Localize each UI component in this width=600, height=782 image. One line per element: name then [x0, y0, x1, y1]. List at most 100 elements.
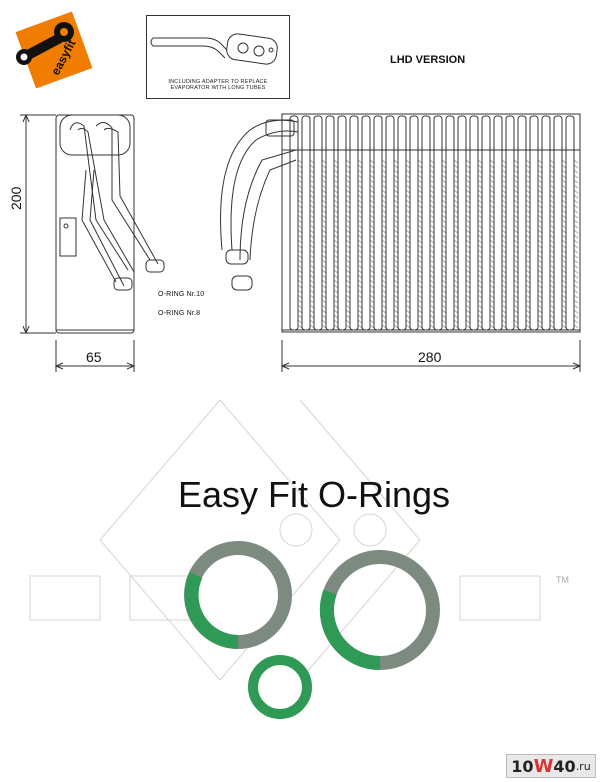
fin-line	[369, 194, 375, 199]
fin-line	[357, 159, 363, 164]
fin-line	[561, 279, 567, 284]
fin-line	[513, 204, 519, 209]
fin-line	[465, 214, 471, 219]
fin-line	[561, 249, 567, 254]
fin-line	[393, 289, 399, 294]
fin-line	[321, 279, 327, 284]
fin-line	[441, 224, 447, 229]
fin-line	[525, 194, 531, 199]
fin-line	[417, 164, 423, 169]
fin-line	[453, 219, 459, 224]
fin-line	[573, 194, 579, 199]
fin-line	[333, 194, 339, 199]
fin-line	[453, 224, 459, 229]
fin-line	[549, 179, 555, 184]
fin-line	[405, 234, 411, 239]
fin-line	[501, 319, 507, 324]
fin-line	[561, 264, 567, 269]
fin-line	[381, 209, 387, 214]
fin-line	[357, 214, 363, 219]
fin-line	[345, 219, 351, 224]
fin-line	[441, 319, 447, 324]
fin-tube	[397, 115, 407, 331]
fin-line	[381, 194, 387, 199]
fin-line	[417, 249, 423, 254]
fin-line	[525, 294, 531, 299]
fin-line	[561, 309, 567, 314]
fin-line	[525, 314, 531, 319]
inset-caption: INCLUDING ADAPTER TO REPLACE EVAPORATOR …	[168, 79, 268, 91]
fin-line	[573, 174, 579, 179]
fin-line	[489, 164, 495, 169]
fin-line	[477, 219, 483, 224]
fin-line	[369, 229, 375, 234]
fin-line	[321, 174, 327, 179]
fin-line	[465, 179, 471, 184]
fin-line	[333, 169, 339, 174]
fin-line	[369, 224, 375, 229]
fin-line	[537, 219, 543, 224]
fin-line	[333, 294, 339, 299]
fin-line	[429, 244, 435, 249]
fin-line	[465, 229, 471, 234]
fin-line	[525, 254, 531, 259]
fin-line	[381, 264, 387, 269]
oring-xlarge	[319, 550, 440, 671]
fin-line	[393, 314, 399, 319]
fin-line	[477, 234, 483, 239]
fin-line	[477, 209, 483, 214]
fin-line	[381, 214, 387, 219]
fin-line	[501, 274, 507, 279]
fin-line	[369, 234, 375, 239]
fin-line	[417, 299, 423, 304]
fin-line	[417, 229, 423, 234]
fin-line	[309, 294, 315, 299]
fin-line	[345, 229, 351, 234]
fin-line	[405, 249, 411, 254]
fin-line	[381, 229, 387, 234]
fin-line	[465, 324, 471, 329]
fin-line	[417, 284, 423, 289]
fin-line	[381, 164, 387, 169]
fin-line	[573, 259, 579, 264]
fin-line	[537, 159, 543, 164]
fin-line	[357, 264, 363, 269]
fin-line	[393, 234, 399, 239]
fin-line	[441, 234, 447, 239]
fin-line	[501, 309, 507, 314]
fin-tube	[505, 115, 515, 331]
fin-line	[537, 239, 543, 244]
fin-line	[465, 289, 471, 294]
fin-line	[489, 189, 495, 194]
fin-line	[309, 159, 315, 164]
fin-line	[357, 224, 363, 229]
fin-line	[477, 164, 483, 169]
fin-line	[297, 254, 303, 259]
fin-line	[357, 294, 363, 299]
fin-line	[561, 179, 567, 184]
fin-line	[309, 284, 315, 289]
fin-line	[297, 244, 303, 249]
fin-line	[369, 254, 375, 259]
fin-line	[537, 324, 543, 329]
fin-line	[429, 199, 435, 204]
fin-line	[393, 169, 399, 174]
fin-line	[429, 299, 435, 304]
fin-line	[309, 234, 315, 239]
fin-line	[513, 169, 519, 174]
fin-line	[513, 309, 519, 314]
fin-line	[525, 274, 531, 279]
fin-line	[501, 264, 507, 269]
fin-line	[297, 274, 303, 279]
fin-line	[573, 164, 579, 169]
fin-tube	[553, 115, 563, 331]
fin-line	[393, 274, 399, 279]
fin-line	[561, 224, 567, 229]
fin-line	[465, 299, 471, 304]
fin-line	[465, 274, 471, 279]
fin-line	[453, 244, 459, 249]
fin-line	[297, 174, 303, 179]
fin-line	[441, 194, 447, 199]
fin-line	[417, 289, 423, 294]
watermark-part4: .ru	[575, 759, 591, 773]
